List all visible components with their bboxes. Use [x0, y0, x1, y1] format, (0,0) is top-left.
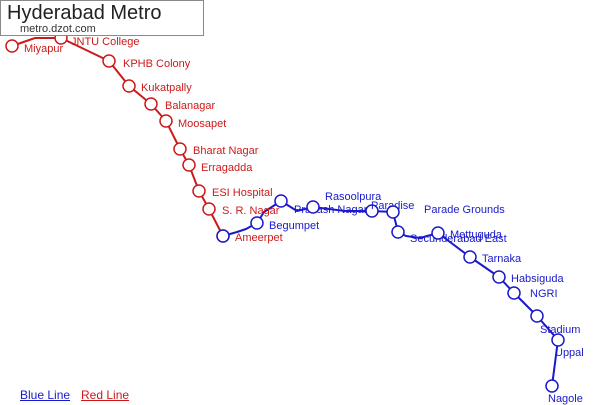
blue-station-habsiguda-marker[interactable]: [492, 270, 506, 284]
blue-station-parade-grounds-label[interactable]: Parade Grounds: [424, 204, 505, 216]
map-title: Hyderabad Metro: [7, 2, 162, 24]
blue-station-prakash-nagar-marker[interactable]: [274, 194, 288, 208]
blue-station-begumpet-marker[interactable]: [250, 216, 264, 230]
blue-station-prakash-nagar-label[interactable]: Prakash Nagar: [294, 204, 368, 216]
blue-station-tarnaka-label[interactable]: Tarnaka: [482, 253, 522, 265]
blue-station-rasoolpura-marker[interactable]: [306, 200, 320, 214]
red-station-bharat-nagar-marker[interactable]: [173, 142, 187, 156]
blue-station-ameerpet-marker[interactable]: [216, 229, 230, 243]
title-box: Hyderabad Metro metro.dzot.com: [0, 0, 204, 36]
blue-station-parade-grounds-marker[interactable]: [386, 205, 400, 219]
red-station-kukatpally-marker[interactable]: [122, 79, 136, 93]
red-station-kukatpally-label[interactable]: Kukatpally: [141, 82, 192, 94]
red-station-esi-hospital-label[interactable]: ESI Hospital: [212, 187, 273, 199]
red-station-esi-hospital-marker[interactable]: [192, 184, 206, 198]
blue-station-mettuguda-label[interactable]: Mettuguda: [450, 229, 503, 241]
red-station-kphb-colony-label[interactable]: KPHB Colony: [123, 58, 191, 70]
blue-station-stadium-marker[interactable]: [530, 309, 544, 323]
map-subtitle: metro.dzot.com: [20, 23, 96, 35]
red-station-erragadda-marker[interactable]: [182, 158, 196, 172]
blue-station-habsiguda-label[interactable]: Habsiguda: [511, 273, 564, 285]
blue-station-secunderabad-east-marker[interactable]: [391, 225, 405, 239]
red-station-s-r-nagar-marker[interactable]: [202, 202, 216, 216]
blue-station-uppal-label[interactable]: Uppal: [555, 347, 584, 359]
red-line-route: [11, 37, 224, 237]
blue-station-tarnaka-marker[interactable]: [463, 250, 477, 264]
legend-blue-line-link[interactable]: Blue Line: [20, 388, 71, 402]
red-station-miyapur-label[interactable]: Miyapur: [24, 43, 63, 55]
blue-station-stadium-label[interactable]: Stadium: [540, 324, 580, 336]
blue-station-ngri-marker[interactable]: [507, 286, 521, 300]
blue-station-mettuguda-marker[interactable]: [431, 226, 445, 240]
legend-red-line-link[interactable]: Red Line: [81, 388, 130, 402]
blue-station-ngri-label[interactable]: NGRI: [530, 288, 558, 300]
red-station-kphb-colony-marker[interactable]: [102, 54, 116, 68]
red-station-miyapur-marker[interactable]: [5, 39, 19, 53]
blue-station-nagole-label[interactable]: Nagole: [548, 393, 583, 405]
blue-station-paradise-marker[interactable]: [365, 204, 379, 218]
red-station-s-r-nagar-label[interactable]: S. R. Nagar: [222, 205, 280, 217]
blue-station-rasoolpura-label[interactable]: Rasoolpura: [325, 191, 382, 203]
red-station-jntu-college-label[interactable]: JNTU College: [71, 36, 139, 48]
red-station-moosapet-label[interactable]: Moosapet: [178, 118, 226, 130]
blue-station-nagole-marker[interactable]: [545, 379, 559, 393]
red-station-ameerpet-label[interactable]: Ameerpet: [235, 232, 283, 244]
red-station-moosapet-marker[interactable]: [159, 114, 173, 128]
red-station-bharat-nagar-label[interactable]: Bharat Nagar: [193, 145, 259, 157]
blue-station-begumpet-label[interactable]: Begumpet: [269, 220, 319, 232]
red-station-balanagar-marker[interactable]: [144, 97, 158, 111]
red-station-erragadda-label[interactable]: Erragadda: [201, 162, 253, 174]
blue-station-uppal-marker[interactable]: [551, 333, 565, 347]
red-station-balanagar-label[interactable]: Balanagar: [165, 100, 215, 112]
